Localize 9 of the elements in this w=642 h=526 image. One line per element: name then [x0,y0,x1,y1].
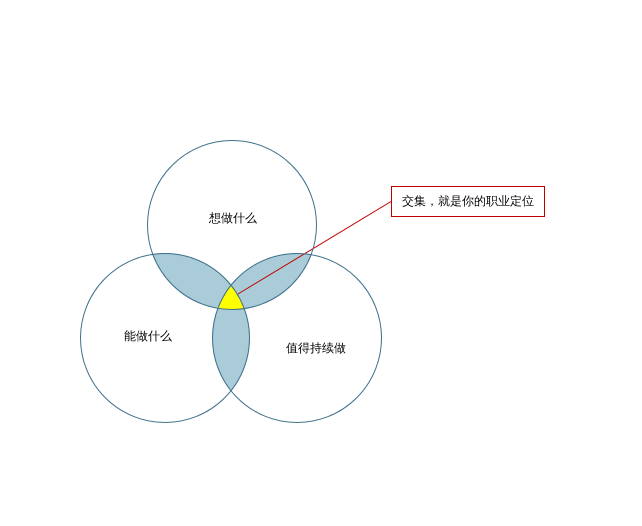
intersection-region [217,284,245,310]
venn-circle [212,253,382,423]
venn-circle [147,140,317,310]
circle-label: 能做什么 [124,328,172,344]
circle-label: 想做什么 [209,210,257,226]
circle-label: 值得持续做 [286,340,346,356]
leader-line [238,201,392,294]
venn-circle [80,253,250,423]
callout-box: 交集，就是你的职业定位 [391,186,545,217]
